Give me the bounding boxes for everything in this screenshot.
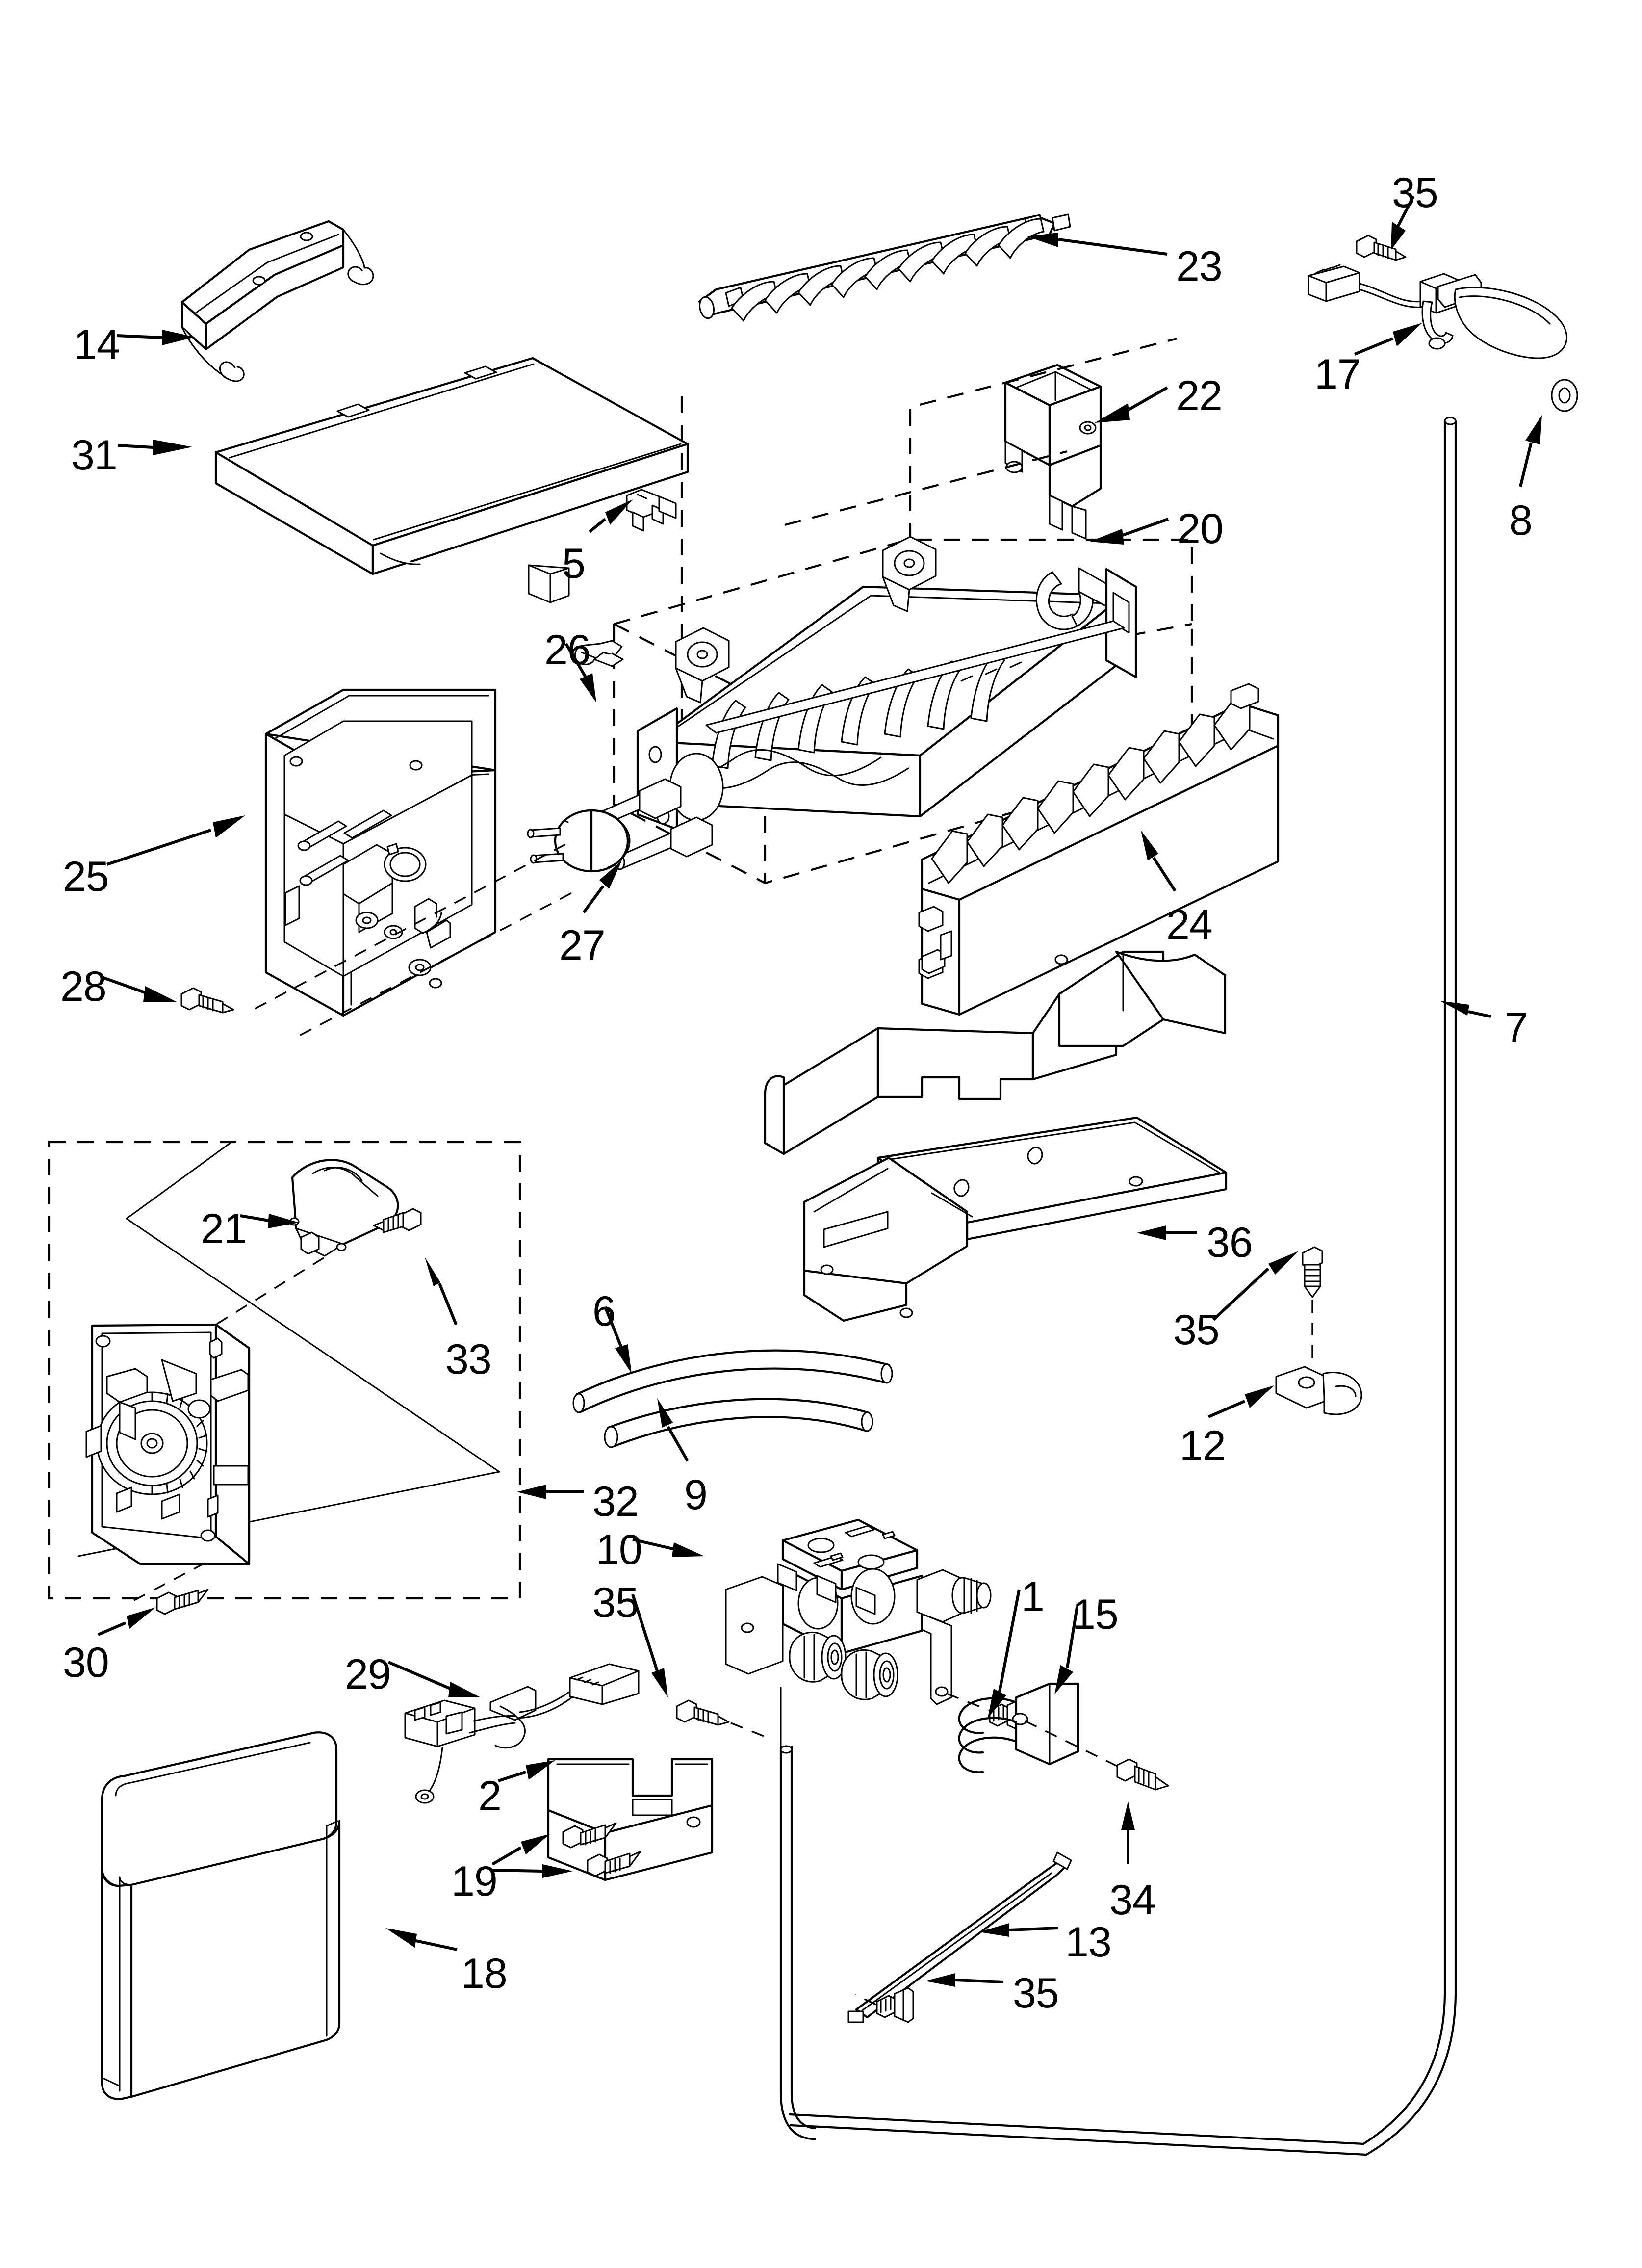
part-17-thermostat-bracket bbox=[1308, 235, 1578, 412]
callout-29[interactable]: 29 bbox=[345, 1651, 391, 1698]
part-24-ice-stripper bbox=[918, 683, 1280, 1016]
callout-9[interactable]: 9 bbox=[684, 1471, 708, 1518]
callout-35-rod[interactable]: 35 bbox=[1013, 1970, 1059, 2017]
callout-31[interactable]: 31 bbox=[71, 432, 118, 479]
callout-7[interactable]: 7 bbox=[1505, 1004, 1528, 1051]
part-35-screw-rod bbox=[855, 1987, 914, 2023]
part-22-fill-cup bbox=[1004, 364, 1102, 540]
callout-20[interactable]: 20 bbox=[1177, 505, 1224, 552]
callout-13[interactable]: 13 bbox=[1065, 1919, 1112, 1966]
callout-35-right[interactable]: 35 bbox=[1173, 1306, 1220, 1354]
callout-27[interactable]: 27 bbox=[559, 922, 606, 969]
part-34-screw bbox=[1116, 1758, 1169, 1791]
part-13-ice-level-rod bbox=[847, 1851, 1072, 2023]
callout-28[interactable]: 28 bbox=[60, 963, 107, 1010]
callout-34[interactable]: 34 bbox=[1109, 1877, 1156, 1924]
callout-23[interactable]: 23 bbox=[1176, 243, 1223, 290]
callout-6[interactable]: 6 bbox=[592, 1288, 616, 1335]
callout-36[interactable]: 36 bbox=[1206, 1219, 1253, 1266]
screw-35-top bbox=[1356, 235, 1407, 261]
callout-1[interactable]: 1 bbox=[1021, 1573, 1045, 1620]
part-36-support-bracket bbox=[764, 930, 1228, 1322]
callout-35-top[interactable]: 35 bbox=[1392, 169, 1438, 216]
part-25-module-housing bbox=[255, 688, 574, 1036]
part-19-screws bbox=[562, 1822, 641, 1877]
callout-19[interactable]: 19 bbox=[451, 1858, 498, 1905]
callout-8[interactable]: 8 bbox=[1509, 497, 1533, 544]
callout-33[interactable]: 33 bbox=[445, 1336, 492, 1383]
part-26-motor-coupler bbox=[574, 640, 624, 667]
part-20-mold-assembly-group bbox=[583, 337, 1193, 885]
callout-22[interactable]: 22 bbox=[1176, 372, 1223, 419]
callout-24[interactable]: 24 bbox=[1166, 901, 1213, 948]
callout-2[interactable]: 2 bbox=[478, 1773, 502, 1820]
part-33-screw bbox=[373, 1208, 422, 1233]
callout-35-valve[interactable]: 35 bbox=[592, 1579, 639, 1626]
part-30-screw bbox=[156, 1589, 209, 1615]
part-27-icemaker-motor bbox=[527, 809, 631, 873]
callout-18[interactable]: 18 bbox=[461, 1950, 508, 1997]
callout-26[interactable]: 26 bbox=[544, 626, 591, 674]
part-21-motor-cover bbox=[215, 1159, 399, 1326]
part-35-screw-valve bbox=[676, 1699, 766, 1738]
part-18-ice-bin bbox=[101, 1731, 341, 2100]
part-28-screw bbox=[180, 987, 234, 1014]
callout-21[interactable]: 21 bbox=[201, 1205, 247, 1252]
part-32-module-plate bbox=[85, 1323, 251, 1565]
part-14-handle-rail bbox=[180, 220, 374, 382]
leader-lines bbox=[97, 195, 1542, 1987]
part-7-water-supply-tube bbox=[788, 417, 1457, 2156]
part-5-retaining-clip bbox=[626, 489, 677, 532]
callout-30[interactable]: 30 bbox=[63, 1639, 109, 1686]
callout-14[interactable]: 14 bbox=[74, 321, 120, 368]
part-31-bin-cover bbox=[214, 357, 689, 603]
part-35-screw-right bbox=[1302, 1246, 1323, 1363]
part-12-tube-clamp bbox=[1275, 1366, 1362, 1415]
part-32-assembly-group bbox=[48, 1141, 521, 1604]
callout-25[interactable]: 25 bbox=[63, 853, 109, 900]
part-29-wire-harness bbox=[404, 1663, 640, 1804]
part-6-fill-tube-upper bbox=[572, 1349, 893, 1413]
part-23-ejector-arm bbox=[698, 213, 1071, 322]
part-8-grommet bbox=[1551, 379, 1578, 412]
callout-17[interactable]: 17 bbox=[1314, 351, 1361, 398]
callout-15[interactable]: 15 bbox=[1072, 1591, 1119, 1638]
part-10-water-inlet-valve bbox=[725, 1518, 992, 1711]
callout-10[interactable]: 10 bbox=[596, 1526, 642, 1573]
part-15-ground-clip bbox=[958, 1682, 1118, 1773]
part-9-fill-tube-lower bbox=[604, 1398, 873, 1448]
callout-32[interactable]: 32 bbox=[592, 1478, 639, 1525]
callout-5[interactable]: 5 bbox=[562, 540, 586, 587]
callout-12[interactable]: 12 bbox=[1180, 1422, 1226, 1469]
